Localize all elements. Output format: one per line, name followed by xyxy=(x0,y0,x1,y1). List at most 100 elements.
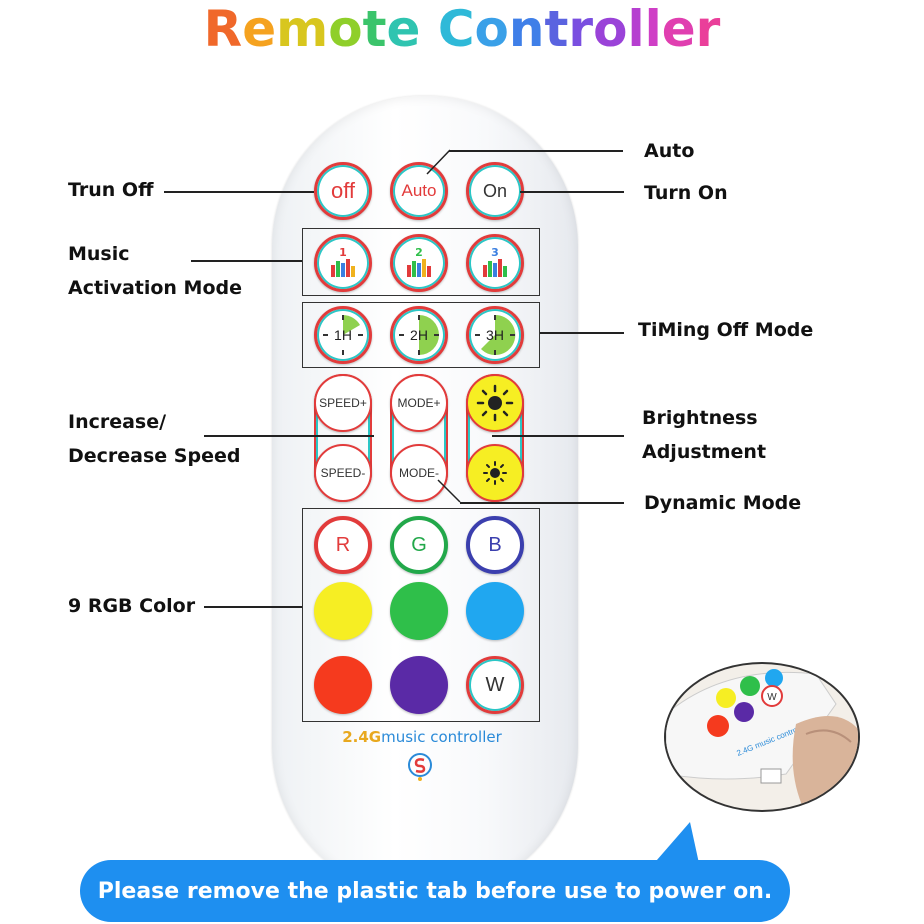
title-letter: o xyxy=(593,0,628,58)
purple-color-button[interactable] xyxy=(390,656,448,714)
auto-pointer xyxy=(449,150,623,152)
title-letter: t xyxy=(362,0,387,58)
speed-down-label: SPEED- xyxy=(320,466,366,480)
page-title: Remote Controller xyxy=(0,0,924,60)
rgb-pointer xyxy=(204,606,302,608)
timer-2h-button[interactable]: 2H xyxy=(390,306,448,364)
sun-dim-icon xyxy=(483,461,507,485)
timer-label: 2H xyxy=(410,327,428,343)
blue-ring-button[interactable]: B xyxy=(466,516,524,574)
timer-label: 3H xyxy=(486,327,504,343)
timer-3h-button[interactable]: 3H xyxy=(466,306,524,364)
title-letter: e xyxy=(661,0,696,58)
yellow-color-button[interactable] xyxy=(314,582,372,640)
sun-bright-icon xyxy=(476,384,514,422)
title-letter: o xyxy=(328,0,363,58)
clock-icon: 3H xyxy=(475,314,516,355)
rgb-color-group xyxy=(302,508,540,722)
on-label: On xyxy=(482,180,507,201)
mode-down-button[interactable]: MODE- xyxy=(390,444,448,502)
speed-up-label: SPEED+ xyxy=(319,396,367,410)
label-brightness-1: Brightness xyxy=(642,407,758,429)
equalizer-icon: 1 xyxy=(331,246,355,277)
dynamic-pointer-diagonal xyxy=(437,479,461,503)
music-mode-3-button[interactable]: 3 xyxy=(466,234,524,292)
label-speed-2: Decrease Speed xyxy=(68,445,241,467)
label-timing: TiMing Off Mode xyxy=(638,319,814,341)
brand-24g: 2.4G xyxy=(342,728,382,746)
sky-blue-color-button[interactable] xyxy=(466,582,524,640)
brand-model: music controller xyxy=(381,728,502,746)
w-label: W xyxy=(485,673,505,696)
off-button[interactable]: off xyxy=(314,162,372,220)
title-letter: r xyxy=(695,0,721,58)
auto-label: Auto xyxy=(401,181,437,200)
music-mode-number: 2 xyxy=(415,246,423,259)
brightness-up-button[interactable] xyxy=(466,374,524,432)
white-button[interactable]: W xyxy=(466,656,524,714)
turn-on-pointer xyxy=(520,191,624,193)
mode-up-label: MODE+ xyxy=(397,396,441,410)
timer-1h-button[interactable]: 1H xyxy=(314,306,372,364)
speed-up-button[interactable]: SPEED+ xyxy=(314,374,372,432)
turn-off-pointer xyxy=(164,191,314,193)
title-letter: l xyxy=(627,0,645,58)
music-mode-2-button[interactable]: 2 xyxy=(390,234,448,292)
music-mode-1-button[interactable]: 1 xyxy=(314,234,372,292)
title-letter: m xyxy=(276,0,329,58)
speed-down-button[interactable]: SPEED- xyxy=(314,444,372,502)
title-letter: e xyxy=(242,0,277,58)
brand-text: 2.4Gmusic controller xyxy=(322,728,522,746)
title-letter: C xyxy=(437,0,475,58)
label-music-1: Music xyxy=(68,243,130,265)
music-pointer xyxy=(191,260,302,262)
mode-down-label: MODE- xyxy=(399,466,439,480)
inset-photo: W 2.4G music controller xyxy=(664,662,860,812)
timing-pointer xyxy=(540,332,624,334)
label-dynamic: Dynamic Mode xyxy=(644,492,802,514)
title-letter xyxy=(420,0,437,58)
timer-group xyxy=(302,302,540,368)
equalizer-icon: 2 xyxy=(407,246,431,277)
green-ring-button[interactable]: G xyxy=(390,516,448,574)
clock-icon: 1H xyxy=(323,315,363,355)
brightness-down-button[interactable] xyxy=(466,444,524,502)
label-rgb: 9 RGB Color xyxy=(68,595,196,617)
inset-w-label: W xyxy=(767,692,777,703)
music-mode-number: 3 xyxy=(491,246,499,259)
equalizer-icon: 3 xyxy=(483,246,507,277)
label-turn-off: Trun Off xyxy=(68,179,154,201)
title-letter: l xyxy=(644,0,662,58)
red-color-button[interactable] xyxy=(314,656,372,714)
dynamic-pointer xyxy=(460,502,624,504)
title-letter: n xyxy=(508,0,545,58)
red-ring-button[interactable]: R xyxy=(314,516,372,574)
timer-label: 1H xyxy=(334,327,352,343)
label-speed-1: Increase/ xyxy=(68,411,167,433)
r-label: R xyxy=(335,533,351,556)
mode-up-button[interactable]: MODE+ xyxy=(390,374,448,432)
auto-button[interactable]: Auto xyxy=(390,162,448,220)
g-label: G xyxy=(411,533,427,556)
inset-remote-illustration: W 2.4G music controller xyxy=(666,669,858,810)
title-letter: r xyxy=(568,0,594,58)
clock-icon: 2H xyxy=(399,315,439,355)
title-letter: R xyxy=(203,0,243,58)
label-brightness-2: Adjustment xyxy=(642,441,767,463)
label-turn-on: Turn On xyxy=(644,182,728,204)
brightness-pointer xyxy=(492,435,624,437)
music-mode-number: 1 xyxy=(339,246,347,259)
brand-logo-icon xyxy=(405,752,435,786)
green-color-button[interactable] xyxy=(390,582,448,640)
b-label: B xyxy=(488,533,502,556)
on-button[interactable]: On xyxy=(466,162,524,220)
speed-pointer xyxy=(204,435,374,437)
title-letter: o xyxy=(474,0,509,58)
title-letter: t xyxy=(544,0,569,58)
auto-pointer-diagonal xyxy=(426,149,451,175)
music-mode-group xyxy=(302,228,540,296)
power-tab-notice: Please remove the plastic tab before use… xyxy=(80,860,790,922)
title-letter: e xyxy=(386,0,421,58)
off-label: off xyxy=(330,178,356,203)
label-auto: Auto xyxy=(644,140,695,162)
